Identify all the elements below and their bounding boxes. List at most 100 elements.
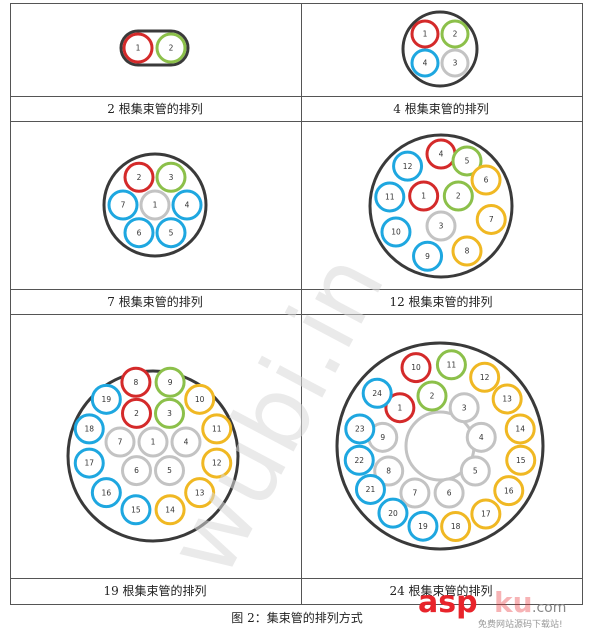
- tube-5: 5: [451, 145, 483, 177]
- tube-15: 15: [505, 444, 537, 476]
- tube-4: 4: [171, 189, 203, 221]
- svg-text:13: 13: [195, 488, 205, 497]
- svg-text:8: 8: [134, 378, 139, 387]
- svg-text:21: 21: [366, 485, 376, 494]
- svg-text:2: 2: [134, 409, 139, 418]
- svg-text:10: 10: [195, 395, 205, 404]
- tube-8: 8: [373, 455, 405, 487]
- svg-text:12: 12: [212, 459, 222, 468]
- svg-text:2: 2: [456, 192, 461, 201]
- tube-10: 10: [400, 352, 432, 384]
- tube-2: 2: [155, 32, 187, 64]
- tube-21: 21: [354, 473, 386, 505]
- svg-text:1: 1: [136, 44, 141, 53]
- svg-text:9: 9: [380, 433, 385, 442]
- svg-text:3: 3: [462, 403, 467, 412]
- tube-2: 2: [416, 380, 448, 412]
- tube-19: 19: [90, 383, 122, 415]
- svg-text:3: 3: [169, 173, 174, 182]
- tube-9: 9: [154, 366, 186, 398]
- tube-13: 13: [491, 383, 523, 415]
- svg-text:2: 2: [430, 392, 435, 401]
- tube-2: 2: [123, 161, 155, 193]
- tube-3: 3: [155, 161, 187, 193]
- svg-text:8: 8: [465, 247, 470, 256]
- tube-1: 1: [122, 32, 154, 64]
- svg-text:ku: ku: [494, 586, 533, 619]
- svg-text:24: 24: [372, 389, 382, 398]
- svg-text:14: 14: [515, 425, 525, 434]
- tube-2: 2: [121, 397, 152, 429]
- svg-text:8: 8: [386, 467, 391, 476]
- tube-12: 12: [469, 361, 501, 393]
- svg-text:13: 13: [502, 395, 512, 404]
- svg-text:6: 6: [134, 466, 139, 475]
- tube-6: 6: [470, 164, 502, 196]
- svg-text:4: 4: [184, 438, 189, 447]
- tube-1: 1: [408, 180, 440, 212]
- svg-text:19: 19: [418, 522, 428, 531]
- tube-3: 3: [154, 397, 185, 429]
- tube-13: 13: [184, 477, 216, 509]
- svg-text:14: 14: [165, 505, 175, 514]
- tube-11: 11: [435, 349, 467, 381]
- tube-4: 4: [170, 426, 202, 458]
- table-frame: [10, 3, 583, 605]
- svg-text:1: 1: [421, 192, 426, 201]
- tube-10: 10: [184, 383, 216, 415]
- svg-text:6: 6: [137, 228, 142, 237]
- svg-text:3: 3: [439, 222, 444, 231]
- svg-text:17: 17: [84, 459, 94, 468]
- tube-1: 1: [384, 392, 416, 424]
- svg-text:18: 18: [451, 522, 461, 531]
- tube-6: 6: [121, 455, 152, 487]
- tube-16: 16: [493, 475, 525, 507]
- tube-7: 7: [399, 477, 431, 509]
- panel-label-19: 19 根集束管的排列: [103, 583, 206, 598]
- svg-text:11: 11: [447, 360, 457, 369]
- svg-text:18: 18: [84, 425, 94, 434]
- svg-text:4: 4: [185, 201, 190, 210]
- tube-2: 2: [440, 19, 470, 49]
- svg-text:7: 7: [413, 489, 418, 498]
- tube-11: 11: [374, 181, 406, 213]
- svg-text:10: 10: [391, 228, 401, 237]
- tube-2: 2: [442, 180, 474, 212]
- tube-16: 16: [90, 477, 122, 509]
- svg-text:6: 6: [484, 176, 489, 185]
- tube-22: 22: [343, 444, 375, 476]
- tube-15: 15: [120, 494, 152, 526]
- tube-1: 1: [139, 189, 171, 221]
- svg-text:5: 5: [169, 228, 174, 237]
- svg-text:7: 7: [118, 438, 123, 447]
- svg-text:2: 2: [169, 44, 174, 53]
- panel-label-24: 24 根集束管的排列: [389, 583, 492, 598]
- tube-5: 5: [459, 455, 491, 487]
- tube-5: 5: [154, 455, 185, 487]
- tube-20: 20: [377, 497, 409, 529]
- tube-24: 24: [361, 377, 393, 409]
- svg-text:9: 9: [425, 252, 430, 261]
- tube-7: 7: [107, 189, 139, 221]
- svg-text:1: 1: [153, 201, 158, 210]
- svg-text:5: 5: [465, 157, 470, 166]
- aspku-logo: asp ku .com 免费网站源码下载站!: [418, 585, 566, 630]
- panel-label-4: 4 根集束管的排列: [393, 101, 488, 116]
- svg-text:6: 6: [447, 489, 452, 498]
- svg-text:11: 11: [212, 425, 222, 434]
- svg-text:16: 16: [504, 486, 514, 495]
- svg-text:10: 10: [411, 363, 421, 372]
- tube-7: 7: [475, 203, 507, 235]
- tube-12: 12: [392, 150, 424, 182]
- tube-8: 8: [120, 366, 152, 398]
- svg-text:7: 7: [489, 215, 494, 224]
- svg-text:22: 22: [354, 456, 364, 465]
- tube-3: 3: [448, 392, 480, 424]
- tube-4: 4: [465, 421, 497, 453]
- svg-text:16: 16: [102, 488, 112, 497]
- svg-text:5: 5: [167, 466, 172, 475]
